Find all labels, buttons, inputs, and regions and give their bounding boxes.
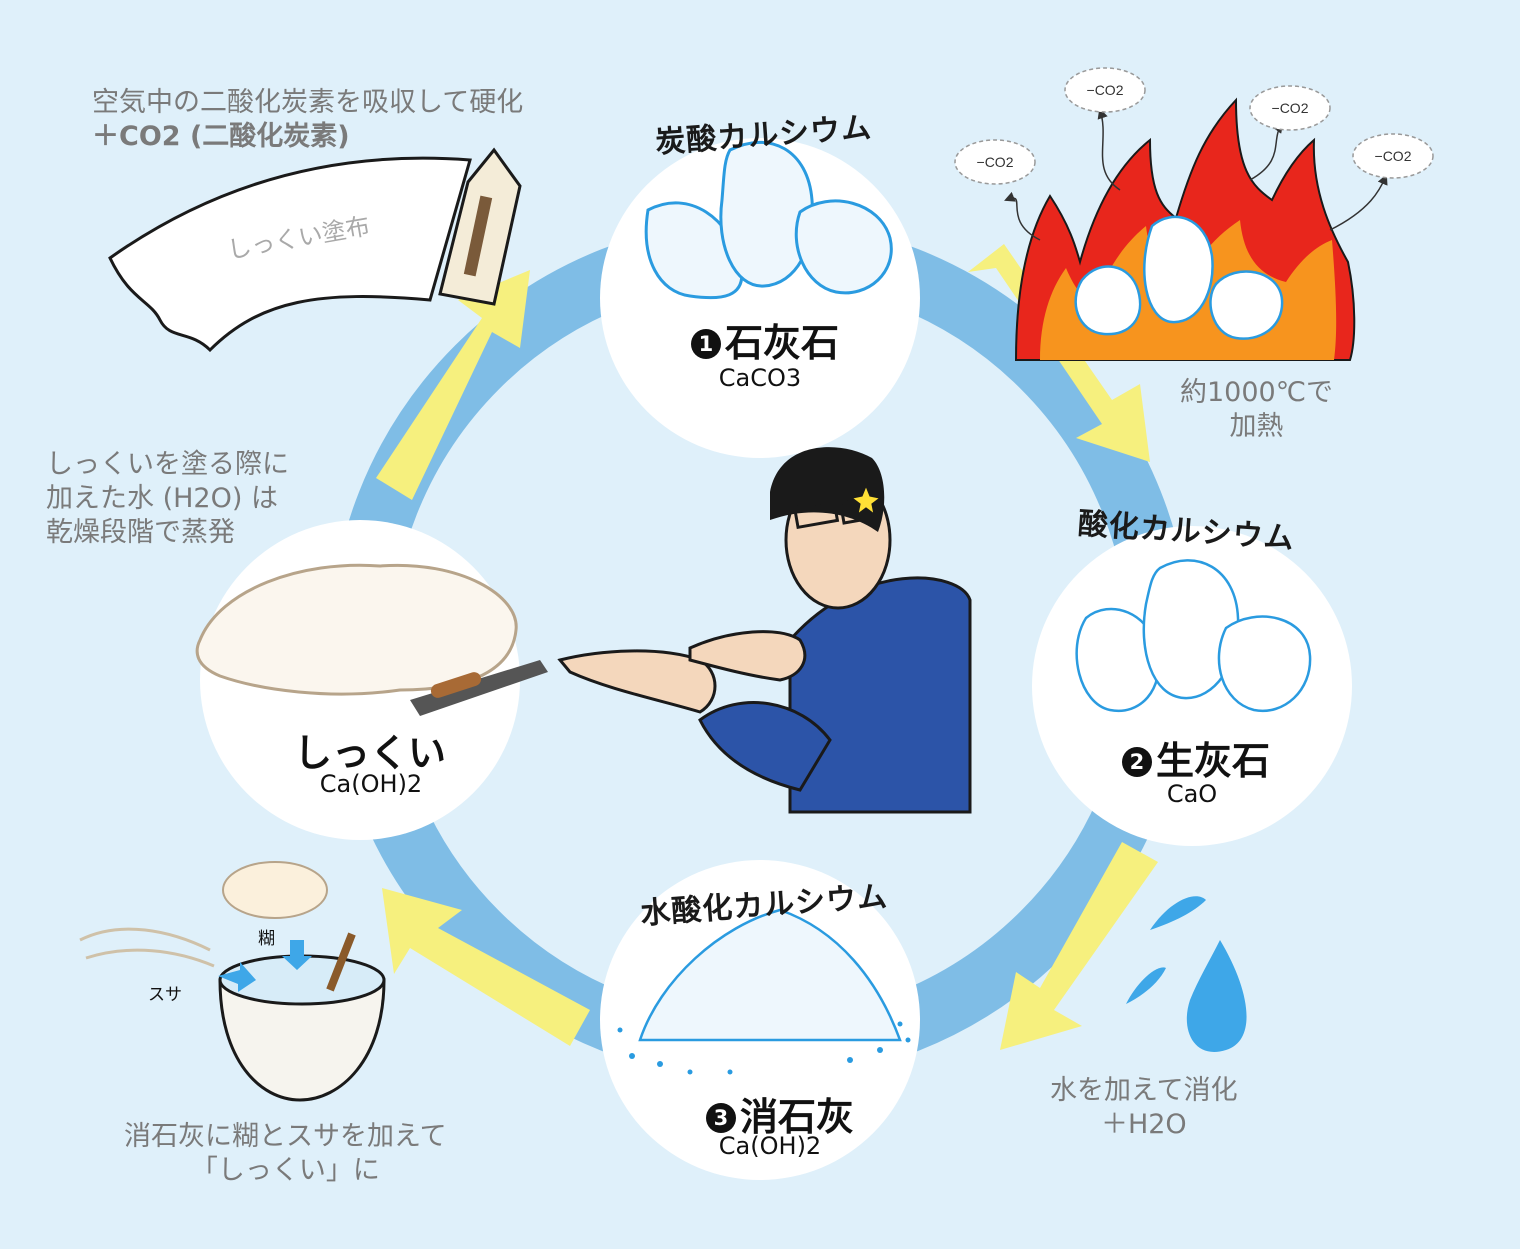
arrow-evaporation	[376, 270, 530, 500]
formula-quicklime: CaO	[1166, 780, 1218, 808]
number-badge-2: 2	[1121, 747, 1152, 777]
co2-label: −CO2	[1375, 148, 1412, 164]
step-hydration-line: ＋H2O	[1100, 1109, 1187, 1140]
presenter-character	[557, 447, 972, 814]
step-hardening: 空気中の二酸化炭素を吸収して硬化 ＋CO2 (二酸化炭素)	[92, 86, 523, 154]
step-hydration: 水を加えて消化 ＋H2O	[1050, 1074, 1238, 1142]
plaster-banner-illustration: しっくい塗布	[108, 147, 522, 353]
slaked-lime-powder-illustration	[617, 908, 911, 1075]
step-mixing: 消石灰に糊とスサを加えて 「しっくい」に	[124, 1120, 447, 1188]
name-quicklime: 生灰石	[1155, 739, 1270, 783]
step-mixing-line: 「しっくい」に	[190, 1155, 380, 1186]
water-drops-illustration	[1126, 896, 1247, 1052]
step-hardening-line: ＋CO2 (二酸化炭素)	[92, 121, 350, 152]
step-evaporation-line: 加えた水 (H2O) は	[46, 483, 278, 514]
step-evaporation: しっくいを塗る際に 加えた水 (H2O) は 乾燥段階で蒸発	[46, 448, 289, 550]
co2-clouds: −CO2 −CO2 −CO2 −CO2	[954, 67, 1434, 185]
co2-label: −CO2	[977, 154, 1014, 170]
step-evaporation-line: しっくいを塗る際に	[46, 449, 289, 480]
co2-cloud: −CO2	[1064, 67, 1146, 113]
formula-slaked-lime: Ca(OH)2	[718, 1132, 822, 1160]
step-heating-line: 加熱	[1229, 411, 1284, 442]
paste-label: 糊	[258, 929, 275, 949]
name-slaked-lime: 消石灰	[739, 1095, 854, 1139]
cycle-arrows	[376, 244, 1158, 1050]
number-badge-1: 1	[690, 329, 721, 359]
quicklime-rocks-illustration	[1075, 559, 1312, 713]
step-mixing-line: 消石灰に糊とスサを加えて	[124, 1121, 447, 1152]
co2-cloud: −CO2	[1352, 133, 1434, 179]
mixing-bowl-illustration: 糊 スサ	[79, 861, 386, 1102]
step-evaporation-line: 乾燥段階で蒸発	[46, 517, 235, 548]
fire-illustration	[1004, 97, 1388, 361]
formula-limestone: CaCO3	[718, 364, 802, 392]
co2-cloud: −CO2	[1249, 85, 1331, 131]
step-heating-line: 約1000℃で	[1180, 377, 1334, 408]
name-limestone: 石灰石	[724, 321, 839, 365]
name-shikkui: しっくい	[293, 731, 446, 775]
number-badge-3: 3	[705, 1103, 736, 1133]
step-hardening-line: 空気中の二酸化炭素を吸収して硬化	[92, 87, 524, 118]
sparkle-icon	[850, 484, 882, 516]
arrow-mixing	[382, 888, 590, 1046]
step-hydration-line: 水を加えて消化	[1050, 1075, 1238, 1106]
formula-shikkui: Ca(OH)2	[319, 770, 423, 798]
step-heating: 約1000℃で 加熱	[1180, 376, 1333, 444]
co2-label: −CO2	[1087, 82, 1124, 98]
shikkui-plaster-illustration	[195, 563, 548, 716]
fiber-label: スサ	[148, 985, 182, 1005]
co2-cloud: −CO2	[954, 139, 1036, 185]
limestone-rocks-illustration	[644, 140, 893, 300]
co2-label: −CO2	[1272, 100, 1309, 116]
arrow-hydration	[1000, 842, 1158, 1050]
